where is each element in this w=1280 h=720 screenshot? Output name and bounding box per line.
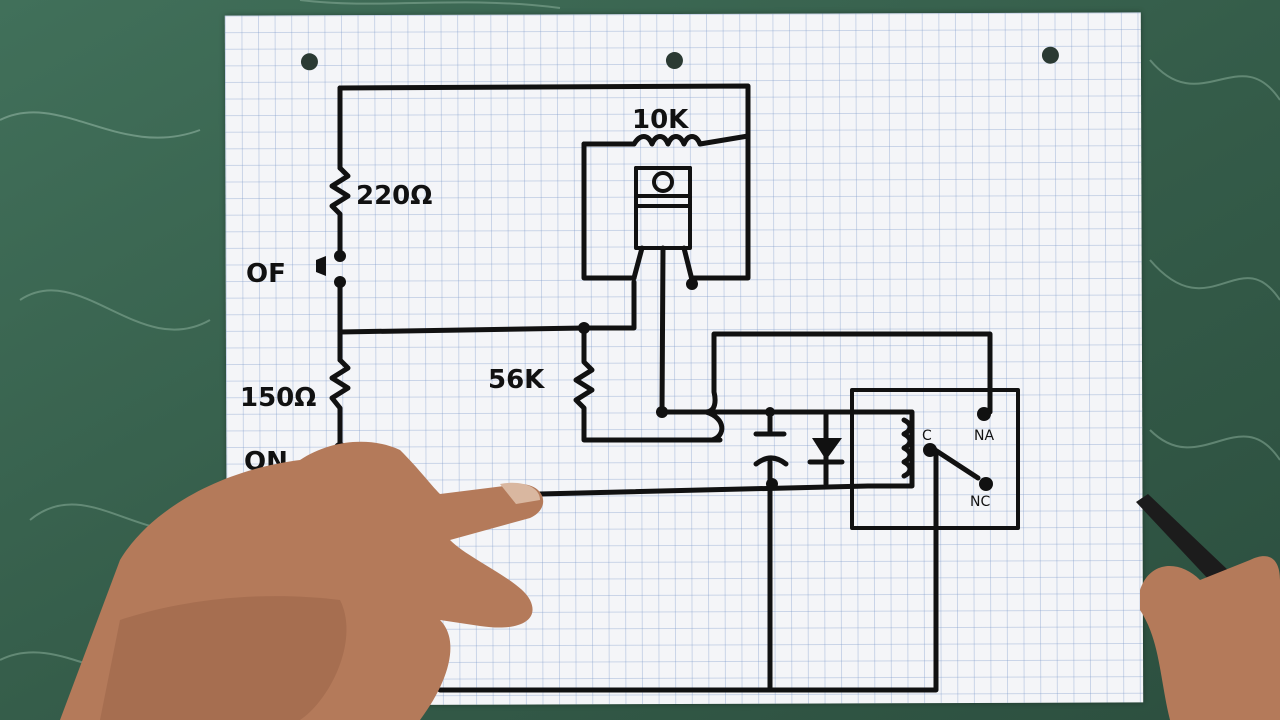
resistor-150-label: 150Ω [240,383,316,413]
capacitor-plate-bottom [753,455,789,467]
relay-no-terminal [977,407,991,421]
relay-common-wire [437,451,939,693]
switch-common-contact [334,276,346,288]
pot-loop [581,141,637,281]
relay-coil-bottom [537,483,871,497]
switch-off-contact [334,250,346,262]
resistor-220-symbol [329,165,351,257]
collector-wire [659,331,993,415]
switch-on-contact [334,442,346,454]
resistor-56k-label: 56K [488,365,545,395]
transistor-lead-right [681,245,695,283]
relay-nc-terminal [979,477,993,491]
transistor-lead-mid [659,245,666,415]
resistor-10k-label: 10K [632,105,689,135]
resistor-150-symbol [329,357,351,449]
resistor-10k-symbol [631,133,751,147]
relay-no-label: NA [974,428,994,444]
relay-nc-label: NC [970,494,990,510]
relay-switch-arm [929,445,981,481]
relay-coil-winding [901,417,913,479]
diode-symbol [812,438,842,460]
switch-off-lever [316,256,326,276]
resistor-220-label: 220Ω [356,181,432,211]
mid-wire [337,279,637,335]
switch-on-label: ON [244,447,288,477]
switch-off-label: OF [246,259,286,289]
wire-crossover [703,409,725,443]
transistor-tab [634,166,692,198]
relay-coil-box [865,409,915,489]
resistor-56k-symbol [573,325,723,443]
junction-dot [765,407,775,417]
transistor-mount-hole [652,171,674,193]
relay-common-label: C [922,428,932,444]
top-wire [337,83,751,281]
junction-dot [686,278,698,290]
transistor-lead-left [631,245,645,281]
